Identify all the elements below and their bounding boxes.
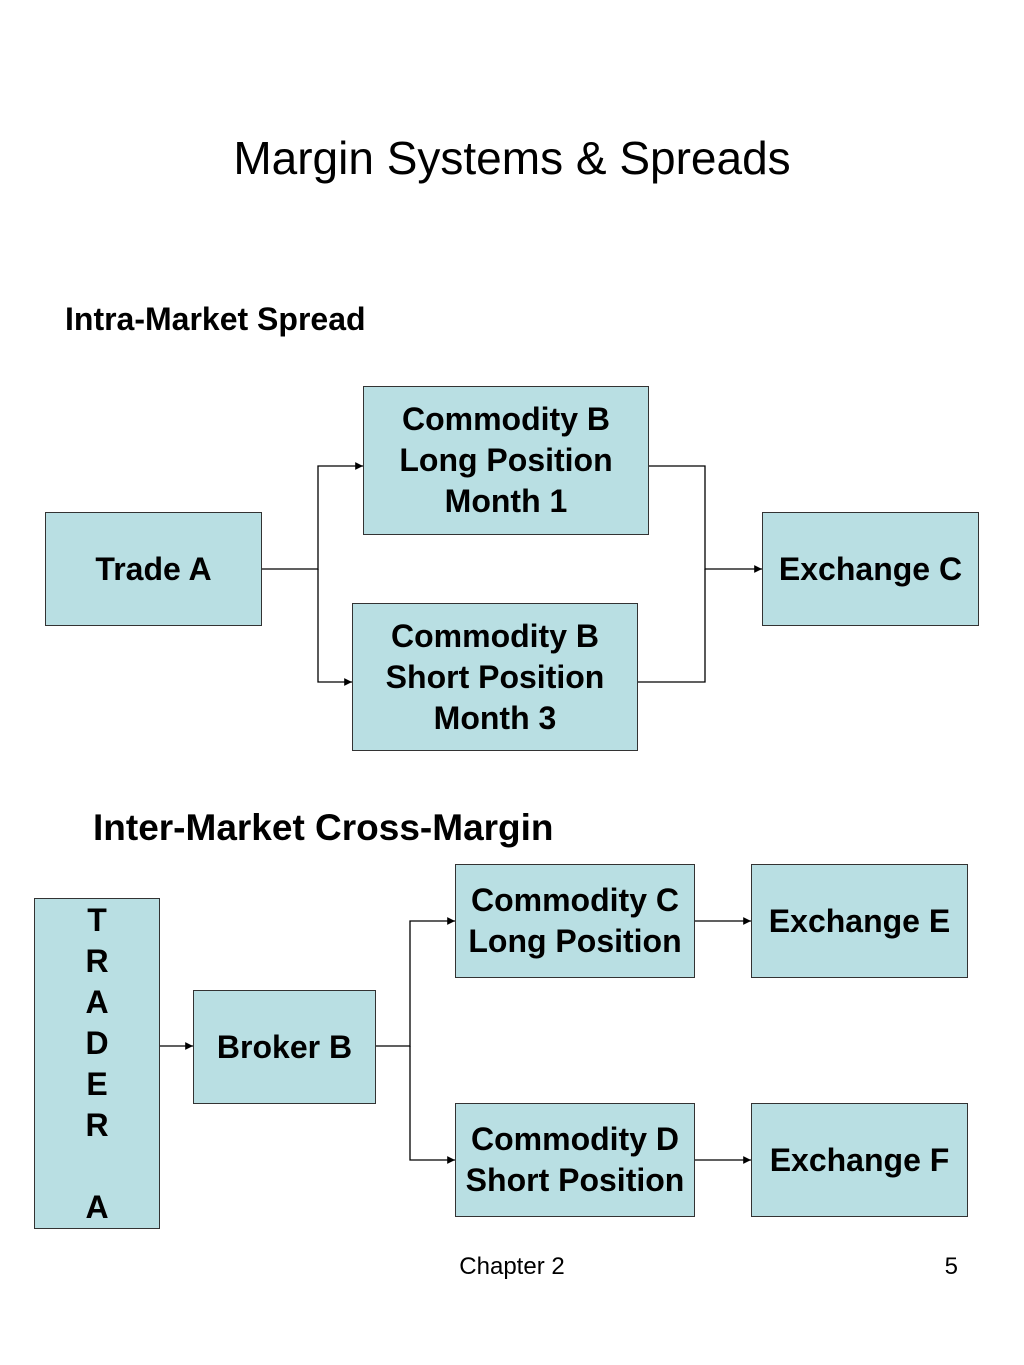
box-line: Short Position (465, 1162, 685, 1198)
connector-short-to-exchange (638, 569, 706, 683)
box-line: Long Position (468, 923, 682, 959)
exchange-c-label: Exchange C (778, 550, 963, 587)
box-line: Commodity B (401, 401, 610, 437)
commodity-b-short-box: Commodity B Short Position Month 3 (352, 603, 638, 751)
box-line: Commodity D (471, 1121, 679, 1157)
trader-letter: R (85, 1106, 109, 1143)
exchange-e-label: Exchange E (768, 902, 951, 939)
intra-market-heading: Intra-Market Spread (65, 301, 366, 337)
commodity-c-long-box: Commodity C Long Position (455, 864, 695, 978)
trade-a-label: Trade A (95, 550, 212, 587)
trader-letter: R (85, 942, 109, 979)
exchange-c-box: Exchange C (762, 512, 979, 626)
exchange-f-box: Exchange F (751, 1103, 968, 1217)
trader-letter: A (85, 1188, 109, 1225)
box-line: Short Position (385, 658, 605, 695)
trader-a-box: T R A D E R A (34, 898, 160, 1229)
box-line: Long Position (399, 442, 613, 478)
footer-page-number: 5 (944, 1253, 958, 1280)
trader-letter: D (85, 1024, 109, 1061)
trader-letter: T (87, 901, 107, 938)
connector-broker-to-commodity-d (409, 1046, 455, 1164)
box-line: Commodity B (391, 617, 599, 654)
footer-chapter: Chapter 2 (459, 1253, 565, 1280)
box-line: Month 1 (444, 483, 568, 519)
box-line: Commodity C (470, 882, 679, 918)
exchange-f-label: Exchange F (769, 1141, 950, 1178)
connector-long-to-exchange (649, 465, 762, 573)
trader-letter: A (85, 983, 109, 1020)
box-line: Month 3 (433, 699, 557, 736)
connector-broker-to-commodity-c (376, 917, 455, 1047)
connector-trade-to-short (317, 569, 352, 686)
broker-b-box: Broker B (193, 990, 376, 1104)
trader-letter: E (86, 1065, 108, 1102)
broker-b-label: Broker B (216, 1028, 353, 1065)
exchange-e-box: Exchange E (751, 864, 968, 978)
commodity-b-long-box: Commodity B Long Position Month 1 (363, 386, 649, 535)
inter-market-heading: Inter-Market Cross-Margin (93, 807, 554, 848)
connector-trade-to-long (262, 462, 363, 570)
trade-a-box: Trade A (45, 512, 262, 626)
slide-title: Margin Systems & Spreads (233, 132, 791, 184)
commodity-d-short-box: Commodity D Short Position (455, 1103, 695, 1217)
